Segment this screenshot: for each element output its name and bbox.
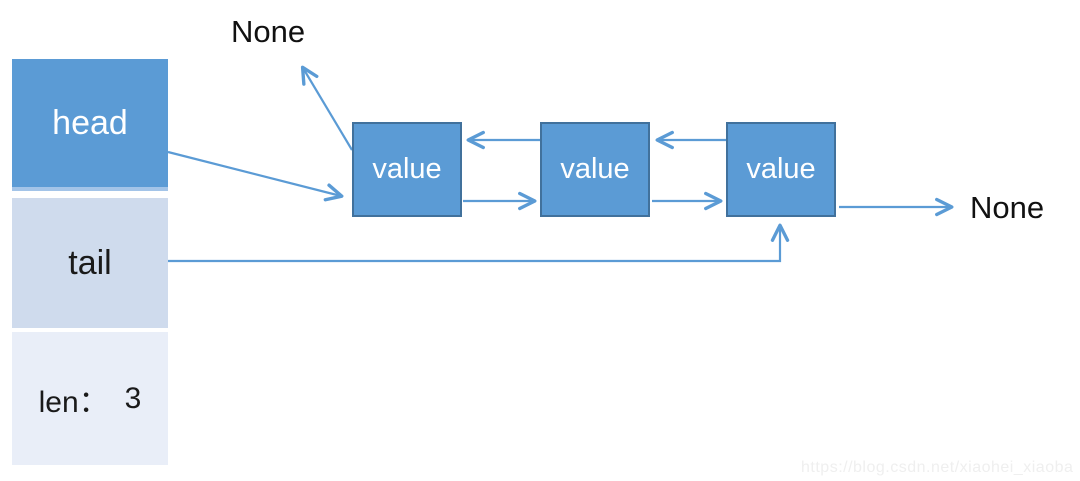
list-node-1-label: value bbox=[372, 153, 442, 185]
len-cell-value: 3 bbox=[124, 381, 142, 415]
list-node-2: value bbox=[540, 122, 650, 217]
list-node-3: value bbox=[726, 122, 836, 217]
none-label-prev: None bbox=[231, 14, 306, 49]
tail-to-node3-arrow bbox=[168, 223, 790, 263]
list-node-2-label: value bbox=[560, 153, 630, 185]
tail-cell: tail bbox=[12, 198, 168, 328]
tail-cell-label: tail bbox=[68, 243, 112, 282]
head-cell: head bbox=[12, 59, 168, 191]
len-cell-label: len： bbox=[38, 385, 109, 419]
list-node-1: value bbox=[352, 122, 462, 217]
list-node-3-label: value bbox=[746, 153, 816, 185]
none-label-next: None bbox=[970, 190, 1045, 225]
head-to-node1-arrow bbox=[167, 150, 344, 202]
head-cell-label: head bbox=[52, 103, 128, 142]
watermark-text: https://blog.csdn.net/xiaohei_xiaoba bbox=[801, 459, 1074, 476]
len-cell: len： 3 bbox=[12, 332, 168, 465]
node1-prev-to-none-arrow bbox=[300, 65, 353, 151]
